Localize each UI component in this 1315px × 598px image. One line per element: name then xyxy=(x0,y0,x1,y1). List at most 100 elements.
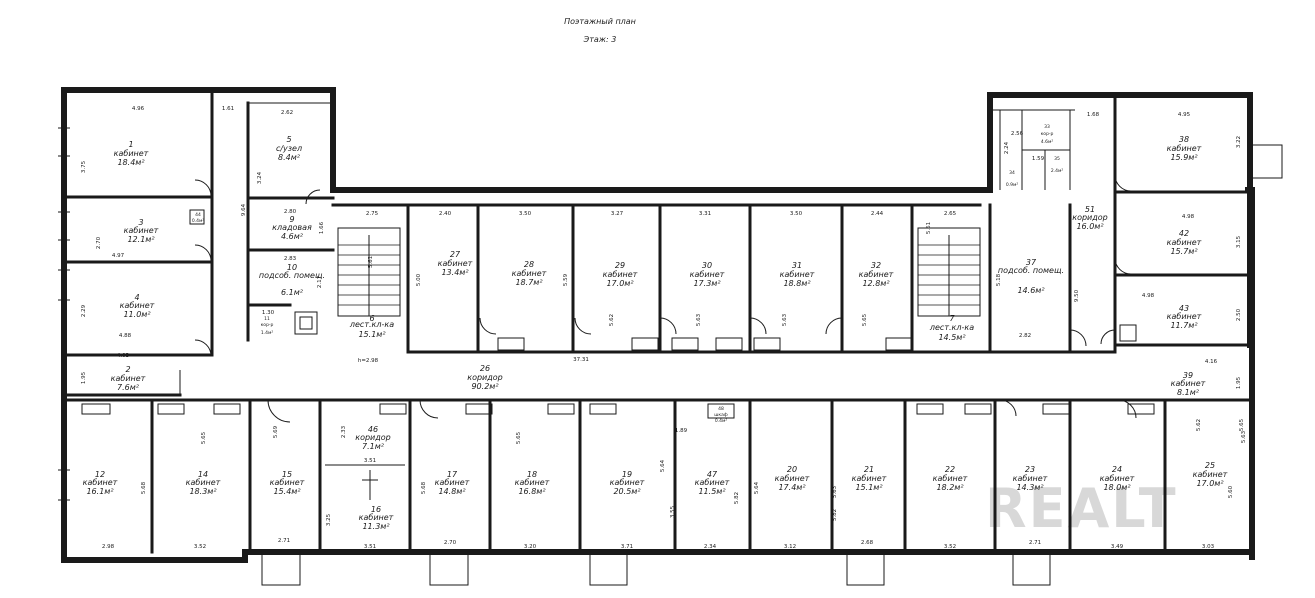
svg-text:1.4м²: 1.4м² xyxy=(261,330,274,336)
vertical-dimension: 2.24 xyxy=(1004,141,1010,154)
svg-text:кабинет: кабинет xyxy=(1100,474,1135,483)
svg-text:18.3м²: 18.3м² xyxy=(189,487,217,496)
svg-text:37.31: 37.31 xyxy=(573,357,589,363)
outer-walls xyxy=(58,87,1283,586)
svg-text:1.89: 1.89 xyxy=(675,428,688,434)
svg-text:кабинет: кабинет xyxy=(610,478,645,487)
vertical-dimension: 3.22 xyxy=(1236,136,1242,148)
svg-text:18.0м²: 18.0м² xyxy=(1103,483,1131,492)
vertical-dimension: 1.95 xyxy=(1236,376,1242,389)
svg-text:лест.кл-ка: лест.кл-ка xyxy=(349,320,394,329)
svg-text:11.7м²: 11.7м² xyxy=(1170,321,1198,330)
svg-text:2.83: 2.83 xyxy=(284,256,297,262)
svg-text:16.1м²: 16.1м² xyxy=(86,487,114,496)
svg-text:1.68: 1.68 xyxy=(1087,112,1100,118)
svg-text:9: 9 xyxy=(289,215,294,224)
svg-text:3: 3 xyxy=(138,218,143,227)
svg-text:14.3м²: 14.3м² xyxy=(1016,483,1044,492)
svg-text:кор-р: кор-р xyxy=(1041,132,1054,137)
svg-text:37: 37 xyxy=(1026,258,1037,267)
svg-text:51: 51 xyxy=(1085,205,1095,214)
svg-text:2.71: 2.71 xyxy=(1029,540,1041,546)
vertical-dimension: 5.63 xyxy=(696,313,702,326)
svg-text:кладовая: кладовая xyxy=(272,223,312,232)
vertical-dimension: 5.62 xyxy=(609,314,615,326)
svg-text:кабинет: кабинет xyxy=(933,474,968,483)
svg-text:4.98: 4.98 xyxy=(1182,214,1195,220)
svg-text:2.4м²: 2.4м² xyxy=(1051,168,1064,174)
svg-text:3.27: 3.27 xyxy=(611,211,624,217)
svg-text:6.1м²: 6.1м² xyxy=(281,288,304,297)
vertical-dimension: 3.55 xyxy=(670,505,676,518)
svg-text:25: 25 xyxy=(1205,461,1215,470)
svg-text:кабинет: кабинет xyxy=(515,478,550,487)
plan-title: Поэтажный план xyxy=(564,17,636,26)
svg-text:кабинет: кабинет xyxy=(1167,144,1202,153)
vertical-dimension: 5.60 xyxy=(1228,485,1234,498)
svg-text:30: 30 xyxy=(702,261,712,270)
vertical-dimension: 5.65 xyxy=(201,431,207,444)
svg-text:кабинет: кабинет xyxy=(512,269,547,278)
svg-text:14.5м²: 14.5м² xyxy=(938,333,966,342)
svg-text:кабинет: кабинет xyxy=(780,270,815,279)
svg-text:33: 33 xyxy=(1044,124,1050,130)
vertical-dimension: 5.63 xyxy=(782,313,788,326)
vertical-dimension: 5.65 xyxy=(1239,418,1245,431)
svg-text:3.51: 3.51 xyxy=(364,544,376,550)
svg-text:8.4м²: 8.4м² xyxy=(278,153,301,162)
svg-text:90.2м²: 90.2м² xyxy=(471,382,499,391)
vertical-dimension: 5.64 xyxy=(660,459,666,472)
svg-text:11.3м²: 11.3м² xyxy=(362,522,390,531)
svg-text:3.50: 3.50 xyxy=(790,211,803,217)
svg-text:16.0м²: 16.0м² xyxy=(1076,222,1104,231)
vertical-dimension: 5.65 xyxy=(516,431,522,444)
dimension-labels: 4.96 1.61 2.62 2.75 2.40 3.50 3.27 3.31 … xyxy=(102,106,1218,550)
vertical-dimension: 5.65 xyxy=(862,313,868,326)
svg-text:1.61: 1.61 xyxy=(222,106,234,112)
svg-text:14.8м²: 14.8м² xyxy=(438,487,466,496)
svg-text:16.8м²: 16.8м² xyxy=(518,487,546,496)
svg-text:3.51: 3.51 xyxy=(364,458,376,464)
svg-text:10: 10 xyxy=(287,263,297,272)
vertical-dimension: 5.61 xyxy=(926,222,932,234)
svg-text:28: 28 xyxy=(524,260,534,269)
svg-text:лест.кл-ка: лест.кл-ка xyxy=(929,323,974,332)
svg-text:кабинет: кабинет xyxy=(695,478,730,487)
svg-text:24: 24 xyxy=(1112,465,1122,474)
svg-text:18.7м²: 18.7м² xyxy=(515,278,543,287)
vertical-dimension: 5.61 xyxy=(368,256,374,268)
svg-text:шкаф: шкаф xyxy=(714,412,728,418)
svg-text:32: 32 xyxy=(871,261,881,270)
vertical-dimension: 1.95 xyxy=(81,371,87,384)
svg-text:17.0м²: 17.0м² xyxy=(606,279,634,288)
vertical-dimension: 5.18 xyxy=(996,273,1002,286)
svg-text:2.34: 2.34 xyxy=(704,544,717,550)
svg-text:29: 29 xyxy=(615,261,625,270)
svg-text:4.95: 4.95 xyxy=(1178,112,1191,118)
svg-text:2.82: 2.82 xyxy=(1019,333,1031,339)
svg-text:14: 14 xyxy=(198,470,208,479)
svg-text:кабинет: кабинет xyxy=(435,478,470,487)
svg-text:h=2.98: h=2.98 xyxy=(358,358,379,364)
vertical-dimension: 5.62 xyxy=(1196,419,1202,431)
interior-walls xyxy=(62,88,1254,554)
svg-text:кабинет: кабинет xyxy=(114,149,149,158)
svg-text:38: 38 xyxy=(1179,135,1189,144)
